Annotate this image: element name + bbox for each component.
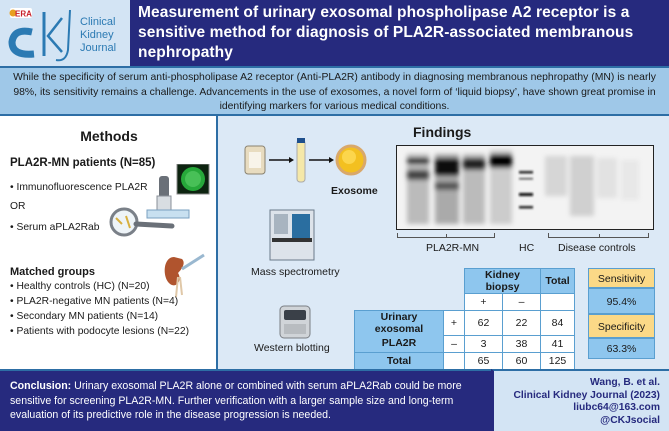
col-sign-negative: – (502, 293, 541, 311)
specificity-value: 63.3% (588, 338, 655, 359)
citation-authors: Wang, B. et al. (590, 377, 660, 388)
mass-spectrometer-icon (269, 209, 315, 261)
row-sign-negative: – (443, 334, 465, 353)
table-cell: 62 (464, 310, 503, 336)
bracket-pla2r-mn (397, 233, 495, 238)
urine-to-exosome-workflow (244, 138, 367, 183)
intro-text: While the specificity of serum anti-phos… (13, 72, 656, 112)
row-header-pla2r: PLA2R (354, 335, 444, 353)
col-sign-positive: + (464, 293, 503, 311)
findings-title: Findings (413, 124, 472, 140)
row-sign-positive: + (443, 310, 465, 336)
mass-spectrometry-label: Mass spectrometry (251, 266, 340, 278)
cohort-item: • Immunofluorescence PLA2R (10, 182, 148, 193)
title-banner: Measurement of urinary exosomal phosphol… (130, 0, 669, 66)
header: ERA Clinical Kidney Journal Measurement … (0, 0, 669, 66)
kidney-icon (164, 253, 205, 298)
blot-label-pla2r-mn: PLA2R-MN (426, 242, 480, 254)
matched-item: • PLA2R-negative MN patients (N=4) (10, 296, 179, 307)
table-cell: 3 (464, 334, 503, 353)
metrics-box: Sensitivity 95.4% Specificity 63.3% (588, 268, 655, 359)
svg-text:ERA: ERA (15, 10, 32, 19)
sensitivity-value: 95.4% (588, 288, 655, 314)
logo-text: Clinical Kidney Journal (80, 16, 116, 55)
matched-title: Matched groups (10, 266, 95, 278)
methods-title: Methods (80, 128, 138, 144)
matched-item: • Secondary MN patients (N=14) (10, 311, 159, 322)
row-header-urinary-exosomal: Urinary exosomal (354, 310, 444, 335)
citation-journal: Clinical Kidney Journal (2023) (513, 389, 661, 401)
specificity-label: Specificity (588, 314, 655, 338)
logo-line-journal: Journal (80, 42, 117, 54)
citation-email[interactable]: liubc64@163.com (573, 402, 660, 413)
citation-social-handle[interactable]: @CKJsocial (600, 414, 660, 426)
contingency-table: Kidney biopsy Total + – Urinary exosomal… (354, 268, 575, 370)
exosome-label: Exosome (331, 185, 378, 197)
col-header-kidney-biopsy: Kidney biopsy (464, 268, 541, 294)
sensitivity-label: Sensitivity (588, 268, 655, 288)
cohort-item: OR (10, 201, 26, 212)
blot-label-disease-controls: Disease controls (558, 242, 636, 254)
magnifier-icon (109, 207, 175, 237)
table-cell: 41 (540, 334, 575, 353)
conclusion-banner: Conclusion: Urinary exosomal PLA2R alone… (0, 369, 491, 431)
table-cell: 65 (464, 351, 503, 370)
table-cell: 22 (502, 310, 541, 336)
row-header-total: Total (354, 351, 444, 370)
table-cell: 125 (540, 351, 575, 370)
logo-line-clinical: Clinical (80, 16, 116, 28)
matched-item: • Healthy controls (HC) (N=20) (10, 281, 150, 292)
methods-panel: Methods PLA2R-MN patients (N=85) • Immun… (0, 116, 218, 369)
table-cell: 84 (540, 310, 575, 336)
journal-logo: ERA Clinical Kidney Journal (4, 4, 129, 64)
citation-box: Wang, B. et al. Clinical Kidney Journal … (491, 369, 669, 431)
page-title: Measurement of urinary exosomal phosphol… (138, 4, 634, 61)
findings-panel: Findings Exosome Mass spectrometry Weste… (218, 116, 669, 370)
logo-line-kidney: Kidney (80, 29, 114, 41)
microscope-icon (146, 164, 210, 219)
bracket-disease-controls (548, 233, 649, 238)
western-blot-machine-icon (279, 305, 311, 339)
conclusion-text: Conclusion: Urinary exosomal PLA2R alone… (10, 379, 481, 423)
table-cell: 60 (502, 351, 541, 370)
ckj-logo-icon: ERA (8, 8, 71, 62)
western-blotting-label: Western blotting (254, 342, 330, 354)
blot-label-hc: HC (519, 242, 535, 254)
blot-bands (407, 150, 639, 224)
conclusion-label: Conclusion: (10, 380, 72, 392)
matched-item: • Patients with podocyte lesions (N=22) (10, 326, 190, 337)
col-header-total: Total (540, 268, 575, 294)
intro-banner: While the specificity of serum anti-phos… (0, 66, 669, 116)
cohort-title: PLA2R-MN patients (N=85) (10, 157, 156, 169)
table-cell: 38 (502, 334, 541, 353)
cohort-item: • Serum aPLA2Rab (10, 222, 100, 233)
western-blot-image (396, 145, 654, 230)
conclusion-body: Urinary exosomal PLA2R alone or combined… (10, 380, 462, 421)
